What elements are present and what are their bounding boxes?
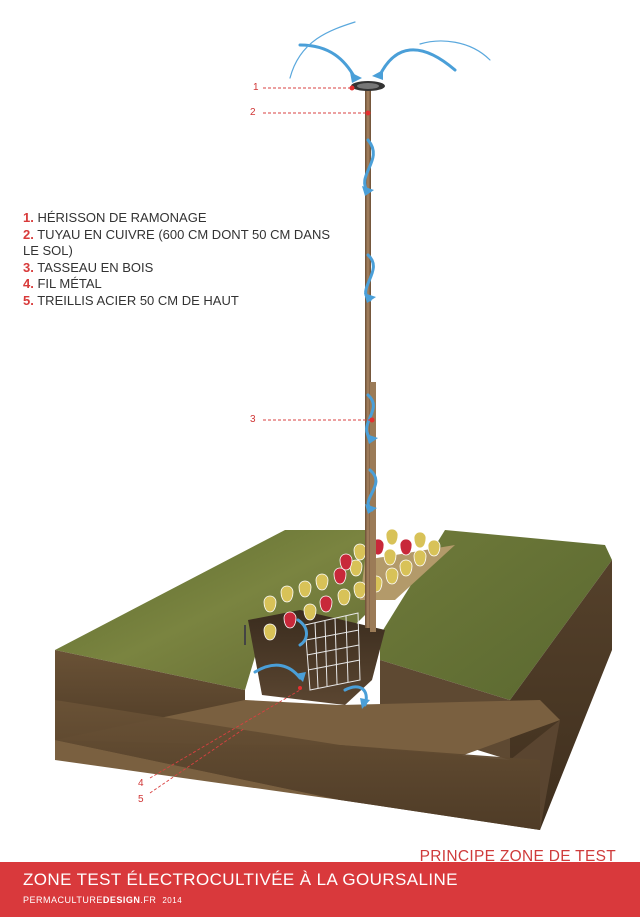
legend-num: 3. xyxy=(23,259,34,275)
chimney-brush xyxy=(351,81,385,91)
plant-marker xyxy=(303,603,317,621)
diagram-subtitle: PRINCIPE ZONE DE TEST xyxy=(419,848,616,865)
legend-item: 2. TUYAU EN CUIVRE (600 CM DONT 50 CM DA… xyxy=(23,227,343,260)
plant-marker xyxy=(280,585,294,603)
legend: 1. HÉRISSON DE RAMONAGE 2. TUYAU EN CUIV… xyxy=(23,210,343,309)
callout-num-2: 2 xyxy=(250,107,256,118)
plant-marker xyxy=(263,595,277,613)
plant-marker xyxy=(339,553,353,571)
brand-light: PERMACULTURE xyxy=(23,895,103,905)
plant-marker xyxy=(315,573,329,591)
callout-num-3: 3 xyxy=(250,414,256,425)
legend-item: 4. FIL MÉTAL xyxy=(23,276,343,293)
plant-marker xyxy=(353,581,367,599)
grass-block-right xyxy=(380,530,612,700)
legend-item: 1. HÉRISSON DE RAMONAGE xyxy=(23,210,343,227)
plant-markers xyxy=(263,528,441,641)
plant-marker xyxy=(413,549,427,567)
plant-marker xyxy=(337,588,351,606)
plant-marker xyxy=(399,538,413,556)
footer-title: ZONE TEST ÉLECTROCULTIVÉE À LA GOURSALIN… xyxy=(23,870,458,889)
callout-num-1: 1 xyxy=(253,82,259,93)
footer-bar: ZONE TEST ÉLECTROCULTIVÉE À LA GOURSALIN… xyxy=(0,862,640,917)
legend-text: FIL MÉTAL xyxy=(37,276,102,291)
plant-marker xyxy=(283,611,297,629)
brand-logo: PERMACULTUREDESIGN.FR 2014 xyxy=(23,895,182,905)
legend-text: TREILLIS ACIER 50 CM DE HAUT xyxy=(37,292,239,308)
brand-bold: DESIGN xyxy=(102,895,141,905)
brand-suffix: .FR xyxy=(140,895,157,905)
legend-text: HÉRISSON DE RAMONAGE xyxy=(37,210,207,225)
plant-marker xyxy=(385,528,399,546)
plant-marker xyxy=(427,539,441,557)
legend-item: 5. TREILLIS ACIER 50 CM DE HAUT xyxy=(23,293,343,310)
legend-text: TASSEAU EN BOIS xyxy=(37,259,154,275)
arrow-heads xyxy=(295,70,383,709)
copper-pipe xyxy=(365,88,371,628)
plant-marker xyxy=(383,548,397,566)
plant-marker xyxy=(349,559,363,577)
legend-text: TUYAU EN CUIVRE (600 CM DONT 50 CM DANS … xyxy=(23,226,331,259)
plant-marker xyxy=(353,543,367,561)
legend-num: 1. xyxy=(23,210,34,225)
callout-num-5: 5 xyxy=(138,794,144,805)
plant-marker xyxy=(333,567,347,585)
steel-mesh xyxy=(304,612,361,691)
callout-num-4: 4 xyxy=(138,778,144,789)
plant-marker xyxy=(319,595,333,613)
plant-marker xyxy=(263,623,277,641)
callout-dots xyxy=(298,85,375,690)
plant-marker xyxy=(399,559,413,577)
legend-item: 3. TASSEAU EN BOIS xyxy=(23,260,343,277)
plant-marker xyxy=(385,567,399,585)
legend-num: 5. xyxy=(23,292,34,308)
legend-num: 2. xyxy=(23,226,34,242)
soil-front-face xyxy=(55,700,540,830)
legend-num: 4. xyxy=(23,276,34,291)
callout-lines xyxy=(149,87,370,794)
plant-marker xyxy=(413,531,427,549)
grass-block-left xyxy=(55,530,375,690)
footer-year: 2014 xyxy=(162,896,183,905)
plant-marker xyxy=(298,580,312,598)
